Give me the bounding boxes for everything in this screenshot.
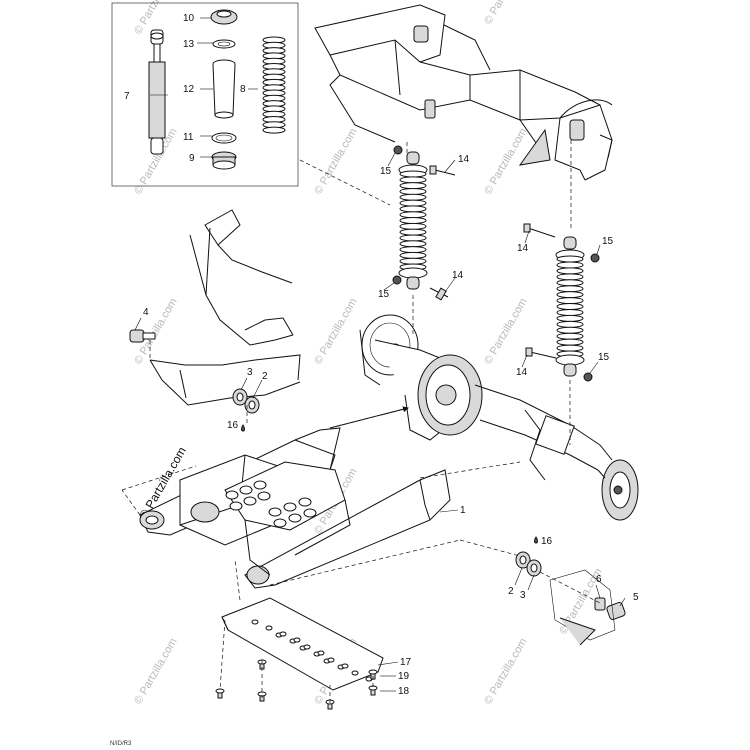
callout-14-d: 14 [516, 367, 528, 378]
inset-ring [211, 132, 237, 144]
shock-absorber-left [398, 151, 428, 290]
callout-15-a: 15 [380, 166, 392, 177]
rear-axle-assembly [359, 314, 639, 521]
callout-11: 11 [183, 132, 194, 143]
callout-12: 12 [183, 84, 195, 95]
callout-2-right: 2 [508, 586, 514, 597]
callout-1: 1 [460, 505, 466, 516]
callout-14-c: 14 [517, 243, 529, 254]
nut-15-b [392, 275, 402, 285]
pivot-5 [606, 602, 626, 620]
callout-18: 18 [398, 686, 410, 697]
watermark-13: © Partzilla.com [482, 636, 529, 706]
inset-spring [262, 36, 286, 134]
callout-7: 7 [124, 91, 130, 102]
callout-labels: 1 2 2 3 3 4 5 6 7 8 9 10 11 12 13 14 14 … [124, 13, 639, 697]
callout-6: 6 [596, 574, 602, 585]
callout-14-a: 14 [458, 154, 470, 165]
left-bushings [129, 329, 260, 432]
inset-sleeve [212, 59, 236, 119]
inset-clip [212, 39, 236, 49]
watermark-11: © Partzilla.com [132, 636, 179, 706]
callout-9: 9 [189, 153, 195, 164]
skid-plate-holes [251, 619, 373, 682]
callout-8: 8 [240, 84, 246, 95]
nut-15-a [393, 145, 403, 155]
watermark-7: © Partzilla.com [312, 296, 359, 366]
callout-4: 4 [143, 307, 149, 318]
callout-15-c: 15 [602, 236, 614, 247]
callout-10: 10 [183, 13, 195, 24]
callout-16-left: 16 [227, 420, 239, 431]
skid-plate [221, 597, 384, 691]
inset-shock-exploded [111, 2, 299, 187]
callout-15-b: 15 [378, 289, 390, 300]
nut-15-c [590, 253, 600, 263]
callout-16-right: 16 [541, 536, 553, 547]
inset-shock-absorber [148, 29, 166, 155]
callout-2-left: 2 [262, 371, 268, 382]
assembly-lines [121, 140, 601, 705]
drawing-code: N/ID/R3 [110, 741, 132, 747]
callout-3-left: 3 [247, 367, 253, 378]
pivot-6 [594, 597, 606, 611]
shock-hardware [392, 145, 600, 382]
callout-19: 19 [398, 671, 410, 682]
grease-drop-right-icon [534, 536, 538, 544]
right-bushings [515, 536, 626, 646]
nut-15-d [583, 372, 593, 382]
shock-absorber-right [555, 236, 585, 377]
callout-5: 5 [633, 592, 639, 603]
callout-17: 17 [400, 657, 412, 668]
left-side-frame [149, 209, 301, 406]
callout-leaders [134, 152, 626, 692]
watermark-8: © Partzilla.com [482, 296, 529, 366]
inset-frame [111, 2, 299, 187]
callout-13: 13 [183, 39, 195, 50]
swing-arm-holes [225, 480, 317, 528]
inset-collar [211, 151, 237, 170]
callout-3-right: 3 [520, 590, 526, 601]
pivot-4 [129, 329, 156, 343]
upper-frame [314, 4, 613, 181]
grease-drop-left-icon [241, 424, 245, 432]
callout-14-b: 14 [452, 270, 464, 281]
watermark-4: © Partzilla.com [482, 0, 529, 27]
callout-15-d: 15 [598, 352, 610, 363]
